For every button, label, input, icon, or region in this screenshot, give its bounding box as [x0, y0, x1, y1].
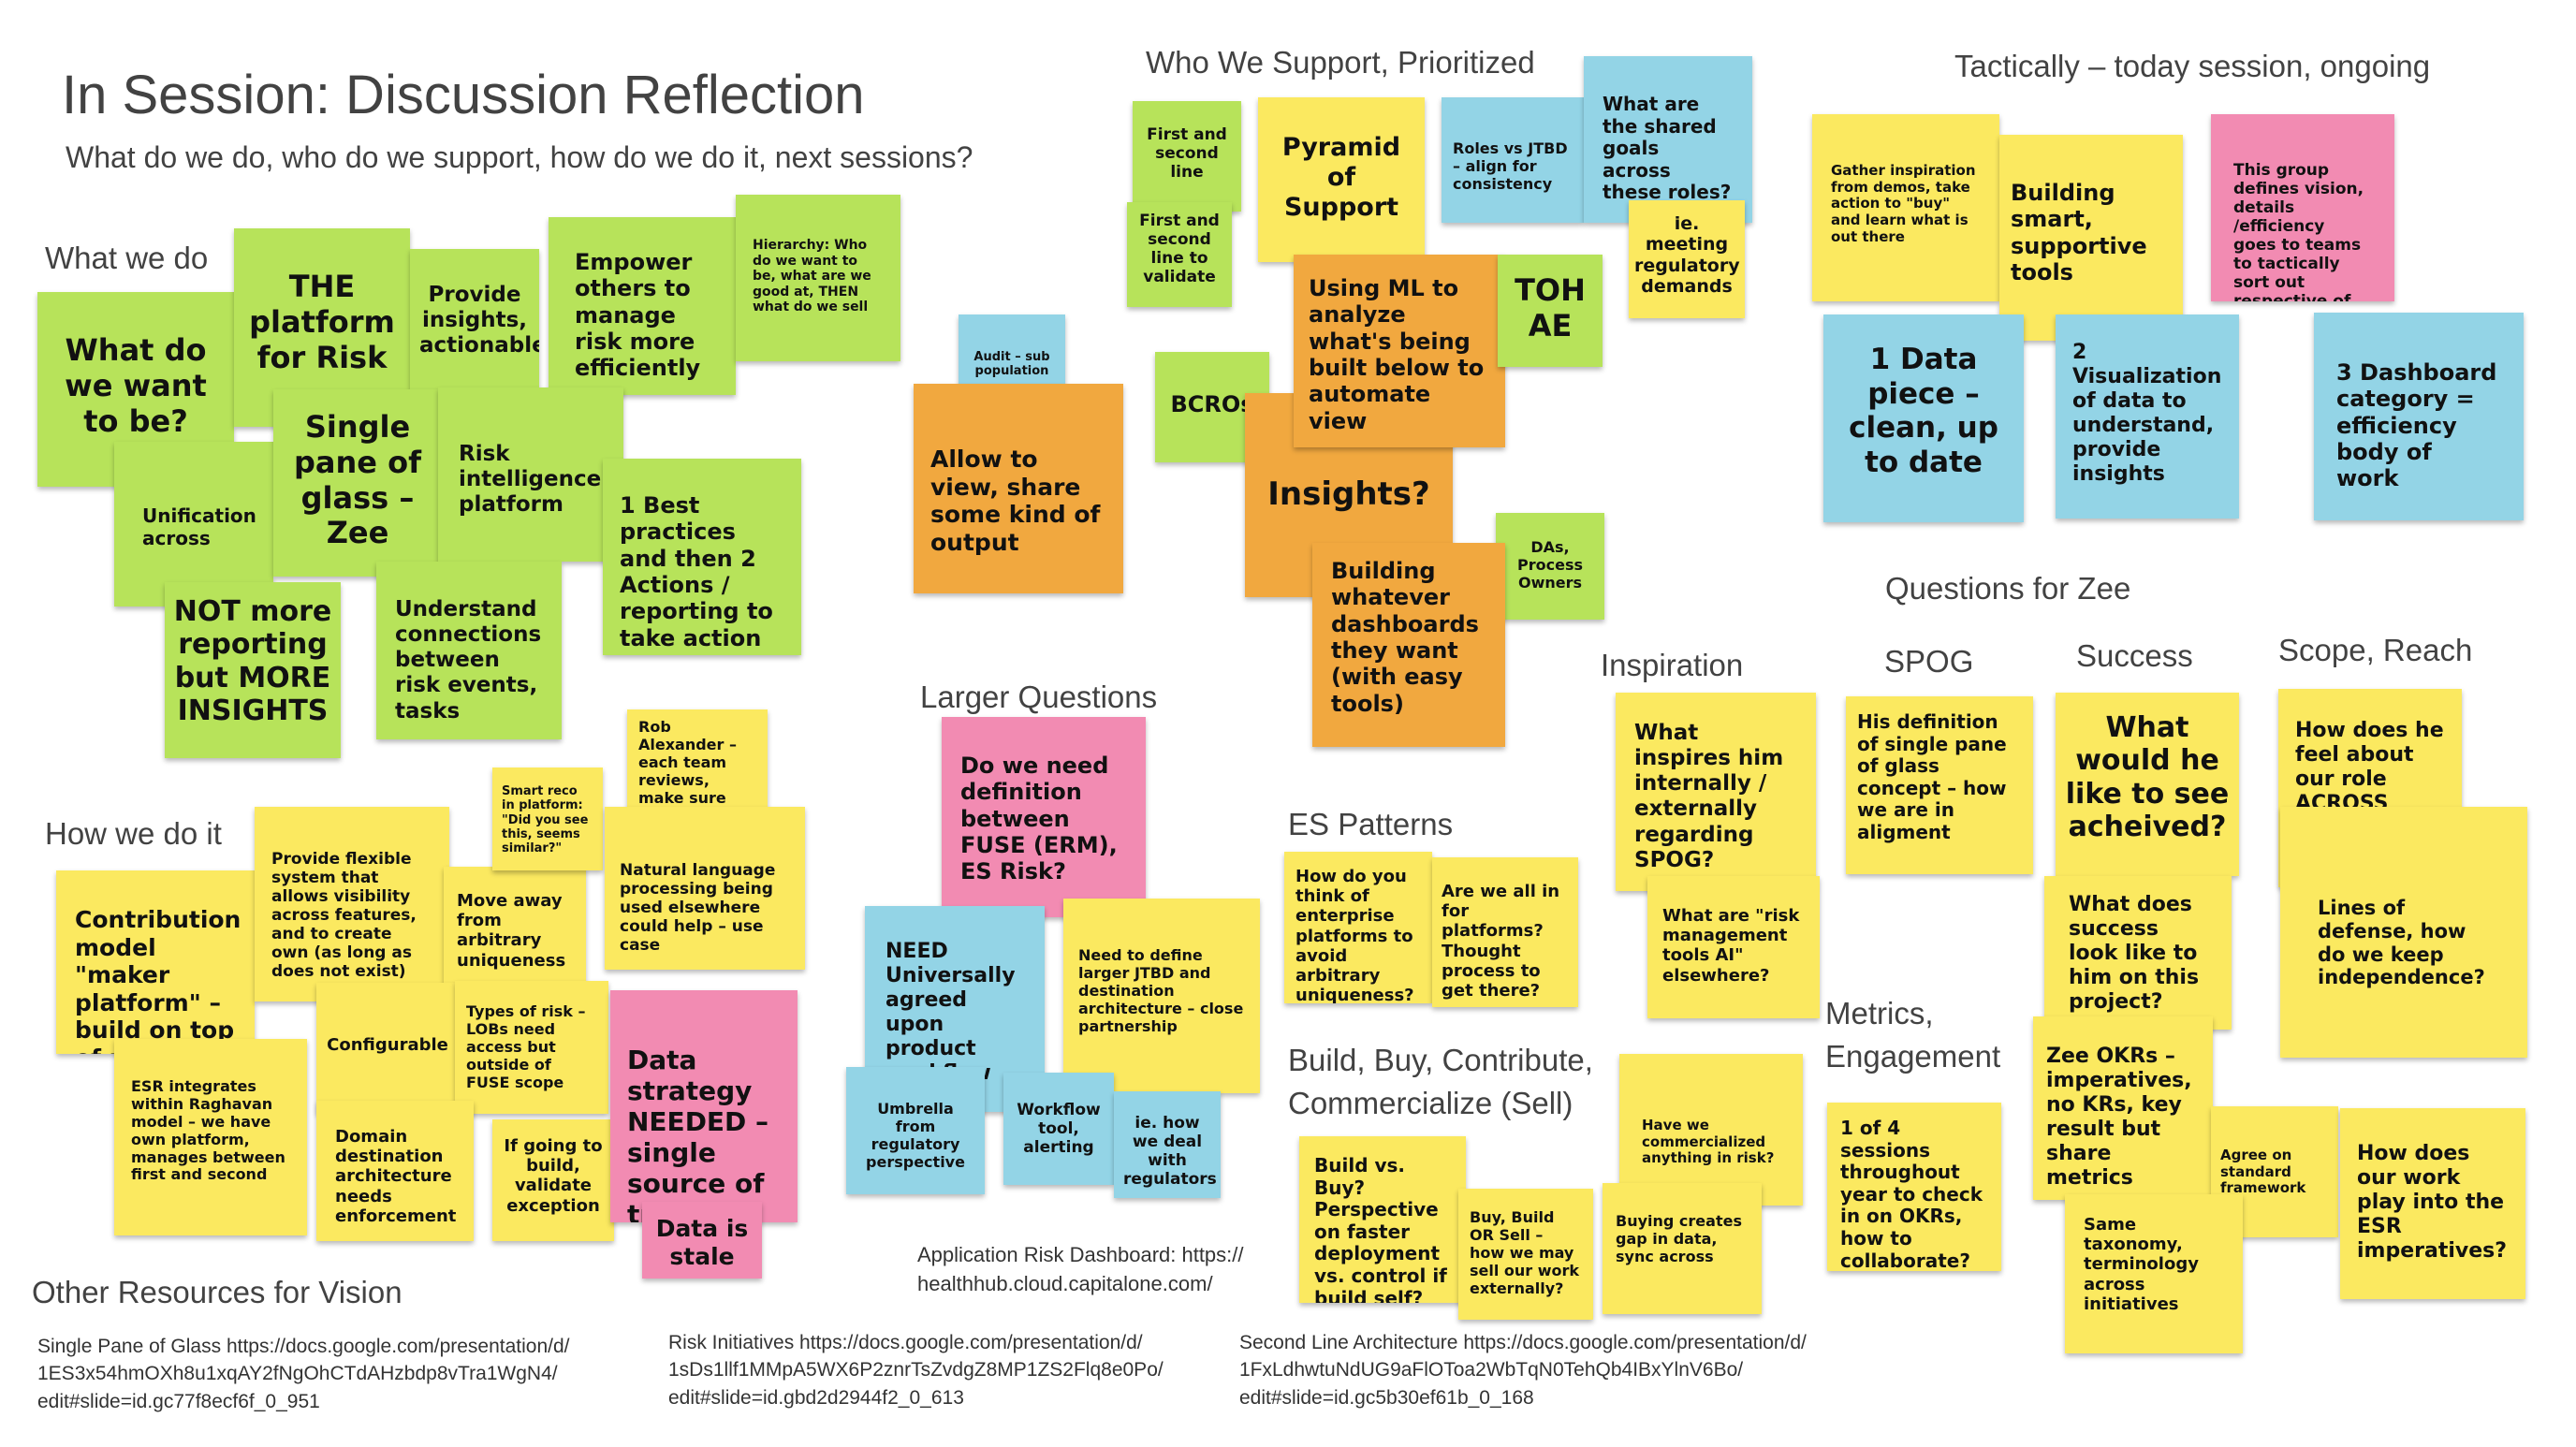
- heading-other-resources: Other Resources for Vision: [32, 1275, 402, 1309]
- note-hierarchy[interactable]: Hierarchy: Who do we want to be, what ar…: [736, 195, 900, 361]
- note-success-look[interactable]: What does success look like to him on th…: [2044, 876, 2232, 1030]
- note-group-defines[interactable]: This group defines vision, details /effi…: [2211, 114, 2394, 301]
- note-build-vs-buy[interactable]: Build vs. Buy? Perspective on faster dep…: [1299, 1136, 1466, 1303]
- heading-what-we-do: What we do: [45, 241, 209, 275]
- note-buying-gap[interactable]: Buying creates gap in data, sync across: [1603, 1183, 1762, 1314]
- heading-larger-questions: Larger Questions: [920, 680, 1158, 714]
- note-larger-jtbd[interactable]: Need to define larger JTBD and destinati…: [1063, 899, 1260, 1093]
- note-unification[interactable]: Unification across: [114, 442, 273, 607]
- heading-metrics: Metrics, Engagement: [1825, 996, 2001, 1074]
- heading-who-we-support: Who We Support, Prioritized: [1146, 45, 1535, 80]
- heading-es-patterns: ES Patterns: [1288, 807, 1454, 841]
- note-using-ml[interactable]: Using ML to analyze what's being built b…: [1294, 255, 1505, 447]
- note-work-play[interactable]: How does our work play into the ESR impe…: [2340, 1108, 2525, 1299]
- note-workflow-tool[interactable]: Workflow tool, alerting: [1003, 1073, 1114, 1185]
- note-data-stale[interactable]: Data is stale: [642, 1202, 762, 1279]
- note-think-enterprise[interactable]: How do you think of enterprise platforms…: [1284, 852, 1432, 1003]
- note-data-strategy[interactable]: Data strategy NEEDED – single source of …: [610, 990, 798, 1222]
- note-buy-build-sell[interactable]: Buy, Build OR Sell – how we may sell our…: [1458, 1189, 1593, 1320]
- note-umbrella[interactable]: Umbrella from regulatory perspective: [846, 1067, 985, 1194]
- note-move-away[interactable]: Move away from arbitrary uniqueness: [444, 867, 586, 998]
- note-three-dash[interactable]: 3 Dashboard category = efficiency body o…: [2314, 313, 2524, 520]
- note-first-second-line[interactable]: First and second line: [1133, 101, 1241, 212]
- note-risk-intel[interactable]: Risk intelligence platform: [438, 387, 623, 562]
- app-risk-dashboard-link[interactable]: Application Risk Dashboard: https:// hea…: [917, 1243, 1244, 1295]
- note-his-definition[interactable]: His definition of single pane of glass c…: [1846, 696, 2033, 874]
- note-single-pane[interactable]: Single pane of glass – Zee: [273, 389, 442, 577]
- note-ie-regulators[interactable]: ie. how we deal with regulators: [1114, 1091, 1221, 1198]
- note-configurable[interactable]: Configurable: [316, 983, 459, 1114]
- heading-how-we-do-it: How we do it: [45, 816, 222, 851]
- note-lines-defense[interactable]: Lines of defense, how do we keep indepen…: [2280, 807, 2527, 1058]
- note-pyramid[interactable]: Pyramid of Support: [1258, 97, 1425, 262]
- note-fuse-erm[interactable]: Do we need definition between FUSE (ERM)…: [942, 717, 1146, 917]
- note-first-second-validate[interactable]: First and second line to validate: [1127, 202, 1232, 307]
- note-toh-ae[interactable]: TOH AE: [1498, 255, 1603, 367]
- note-one-of-four[interactable]: 1 of 4 sessions throughout year to check…: [1827, 1103, 2001, 1271]
- link-second-line[interactable]: Second Line Architecture https://docs.go…: [1239, 1332, 1807, 1409]
- heading-success: Success: [2076, 638, 2193, 673]
- heading-inspiration: Inspiration: [1601, 648, 1744, 682]
- heading-scope-reach: Scope, Reach: [2278, 633, 2473, 667]
- note-zee-okrs[interactable]: Zee OKRs – imperatives, no KRs, key resu…: [2033, 1016, 2213, 1200]
- note-if-going[interactable]: If going to build, validate exception: [492, 1119, 614, 1241]
- note-understand-connections[interactable]: Understand connections between risk even…: [376, 562, 562, 739]
- note-empower[interactable]: Empower others to manage risk more effic…: [549, 217, 736, 395]
- note-building-dashboards[interactable]: Building whatever dashboards they want (…: [1312, 543, 1505, 747]
- note-what-inspires[interactable]: What inspires him internally / externall…: [1616, 693, 1816, 891]
- note-one-data[interactable]: 1 Data piece – clean, up to date: [1823, 314, 2024, 522]
- note-best-practices[interactable]: 1 Best practices and then 2 Actions / re…: [603, 459, 801, 655]
- note-not-more-reporting[interactable]: NOT more reporting but MORE INSIGHTS: [165, 582, 341, 758]
- page-title: In Session: Discussion Reflection: [62, 65, 865, 125]
- note-gather-inspiration[interactable]: Gather inspiration from demos, take acti…: [1812, 114, 1999, 301]
- note-smart-reco[interactable]: Smart reco in platform: "Did you see thi…: [492, 767, 603, 870]
- note-risk-tools-ai[interactable]: What are "risk management tools AI" else…: [1647, 876, 1820, 1018]
- page-subtitle: What do we do, who do we support, how do…: [66, 140, 973, 174]
- heading-spog: SPOG: [1884, 644, 1974, 679]
- note-commercialized[interactable]: Have we commercialized anything in risk?: [1619, 1054, 1803, 1206]
- note-contribution-model[interactable]: Contribution model "maker platform" – bu…: [56, 870, 255, 1054]
- link-risk-initiatives[interactable]: Risk Initiatives https://docs.google.com…: [668, 1332, 1164, 1409]
- note-two-viz[interactable]: 2 Visualization of data to understand, p…: [2056, 314, 2239, 519]
- note-natural-language[interactable]: Natural language processing being used e…: [605, 807, 805, 970]
- link-single-pane[interactable]: Single Pane of Glass https://docs.google…: [37, 1336, 570, 1412]
- note-all-in[interactable]: Are we all in for platforms? Thought pro…: [1432, 857, 1578, 1007]
- note-building-smart[interactable]: Building smart, supportive tools: [1999, 135, 2183, 341]
- heading-build-buy: Build, Buy, Contribute, Commercialize (S…: [1288, 1043, 1593, 1121]
- note-provide-insights[interactable]: Provide insights, actionable: [410, 249, 539, 389]
- note-domain-destination[interactable]: Domain destination architecture needs en…: [316, 1101, 474, 1241]
- heading-questions-for-zee: Questions for Zee: [1885, 571, 2131, 606]
- note-das[interactable]: DAs, Process Owners: [1496, 513, 1604, 620]
- note-what-see[interactable]: What would he like to see acheived?: [2056, 693, 2239, 876]
- note-shared-goals[interactable]: What are the shared goals across these r…: [1584, 56, 1752, 223]
- note-types-of-risk[interactable]: Types of risk – LOBs need access but out…: [455, 981, 608, 1114]
- heading-tactically: Tactically – today session, ongoing: [1954, 49, 2431, 83]
- note-agree-standard[interactable]: Agree on standard framework: [2211, 1106, 2338, 1237]
- note-same-taxonomy[interactable]: Same taxonomy, terminology across initia…: [2065, 1194, 2243, 1353]
- note-ie-meeting[interactable]: ie. meeting regulatory demands: [1629, 200, 1745, 318]
- note-esr-integrates[interactable]: ESR integrates within Raghavan model – w…: [114, 1039, 307, 1235]
- note-flexible-system[interactable]: Provide flexible system that allows visi…: [255, 807, 449, 1001]
- note-roles-jtbd[interactable]: Roles vs JTBD – align for consistency: [1442, 97, 1584, 223]
- note-allow-view[interactable]: Allow to view, share some kind of output: [914, 384, 1123, 593]
